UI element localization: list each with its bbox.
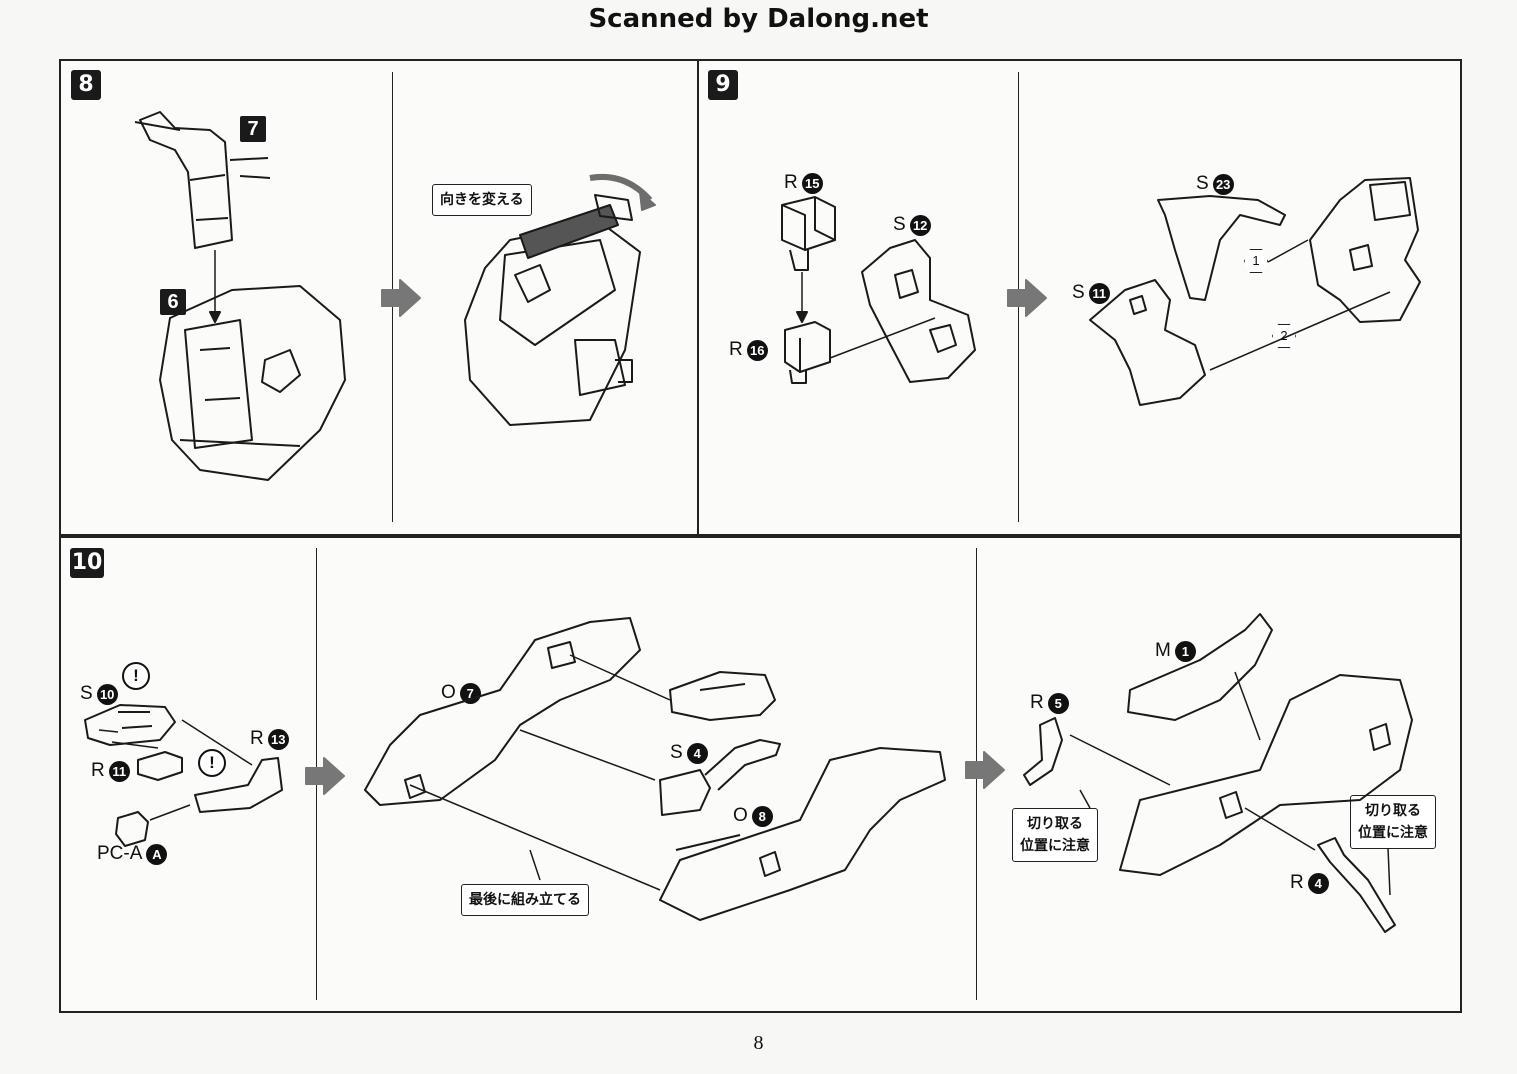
arrowhead [209, 311, 221, 323]
part-7-badge: 7 [240, 116, 266, 142]
page-number: 8 [753, 1032, 764, 1054]
part-r4-drawing [1317, 837, 1396, 933]
assembly-arrow [829, 317, 936, 359]
sequence-line-1 [1267, 239, 1309, 263]
cut-position-callout-left: 切り取る位置に注意 [1012, 808, 1098, 862]
part-6-drawing [159, 285, 346, 481]
assembled-leg-drawing [1119, 674, 1413, 876]
part-o8-drawing [659, 747, 946, 921]
part-r11-step10-drawing [137, 751, 183, 781]
rotate-arrow [589, 174, 653, 203]
rotate-callout: 向きを変える [432, 184, 532, 216]
part-r16-drawing [784, 321, 831, 384]
cut-position-callout-right: 切り取る位置に注意 [1350, 795, 1436, 849]
part-s23-drawing [1157, 195, 1286, 301]
part-pc-a-drawing [115, 811, 149, 847]
next-step-arrow [305, 757, 345, 795]
warning-icon: ! [122, 662, 150, 690]
assemble-last-callout: 最後に組み立てる [461, 884, 589, 916]
part-r5-drawing [1023, 717, 1063, 786]
scan-credit-title: Scanned by Dalong.net [588, 4, 929, 34]
arrowhead [639, 191, 656, 211]
part-s10-drawing [84, 704, 176, 746]
part-o7-companion-drawing [669, 671, 776, 721]
sequence-mark-1: 1 [1244, 249, 1268, 273]
next-step-arrow [381, 279, 421, 317]
warning-icon: ! [198, 749, 226, 777]
part-s12-drawing [861, 239, 976, 383]
part-r15-drawing [781, 196, 836, 271]
step-8-badge: 8 [71, 70, 101, 100]
arrowhead [796, 311, 808, 323]
rotated-head-drawing [464, 194, 641, 426]
part-s4-drawing [659, 739, 781, 816]
step-10-panel [59, 536, 1462, 1013]
sequence-line-2 [1209, 291, 1391, 371]
part-s11-drawing [1089, 279, 1206, 406]
step-10-badge: 10 [70, 548, 104, 578]
part-7-drawing [134, 111, 271, 249]
step-9-panel [697, 59, 1462, 536]
part-r13-drawing [194, 757, 283, 813]
step-9-badge: 9 [708, 70, 738, 100]
part-o7-drawing [364, 617, 641, 806]
assembled-torso-drawing [1309, 177, 1421, 323]
sequence-mark-2: 2 [1272, 324, 1296, 348]
next-step-arrow [965, 751, 1005, 789]
part-m1-drawing [1127, 613, 1273, 721]
part-6-badge: 6 [160, 289, 186, 315]
next-step-arrow [1007, 279, 1047, 317]
